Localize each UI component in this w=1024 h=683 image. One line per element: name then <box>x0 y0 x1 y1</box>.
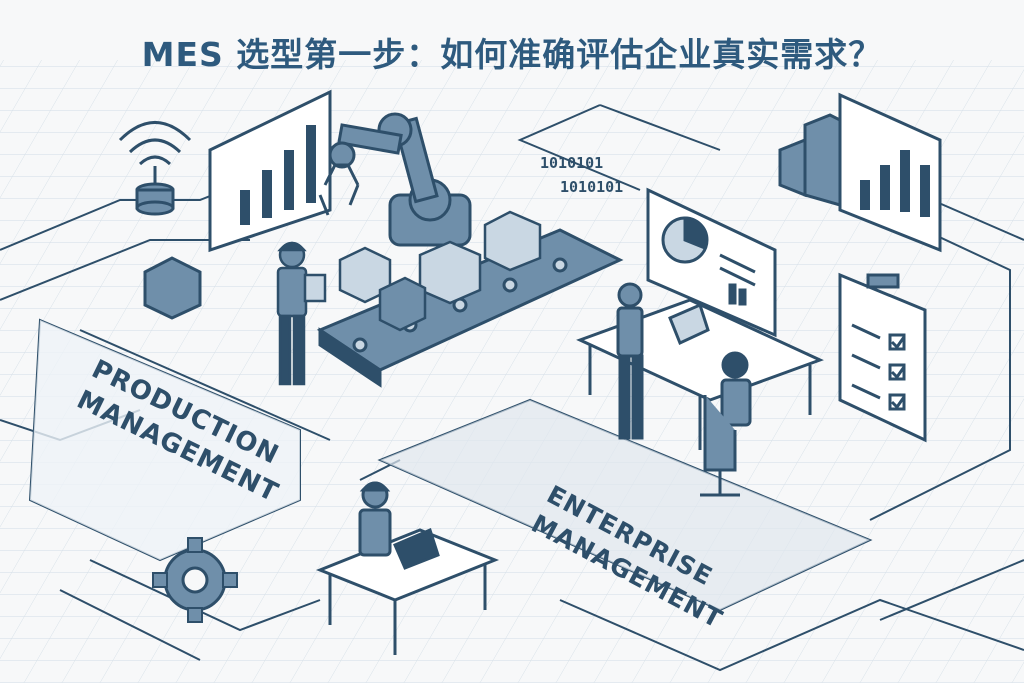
worker-icon <box>276 241 327 386</box>
building-icon <box>778 113 842 207</box>
conveyor-icon <box>316 228 624 388</box>
enterprise-floor <box>380 400 870 610</box>
laptop-icon <box>393 527 440 570</box>
page-title: MES 选型第一步：如何准确评估企业真实需求？ <box>141 35 883 74</box>
pie-chart-icon <box>646 187 777 338</box>
binary-text: 1010101 <box>540 154 603 172</box>
bar-chart-icon <box>208 89 332 253</box>
gear-icon <box>152 537 238 623</box>
worker-icon <box>315 481 500 655</box>
binary-text-2: 1010101 <box>560 178 623 196</box>
office-desk <box>576 282 824 497</box>
clipboard-checklist-icon <box>838 272 927 443</box>
box-icon <box>338 210 542 332</box>
laptop-icon <box>668 302 710 346</box>
production-floor <box>30 320 300 560</box>
wifi-sensor-icon <box>118 121 192 216</box>
box-icon <box>143 256 202 320</box>
robot-arm-icon <box>318 112 472 247</box>
